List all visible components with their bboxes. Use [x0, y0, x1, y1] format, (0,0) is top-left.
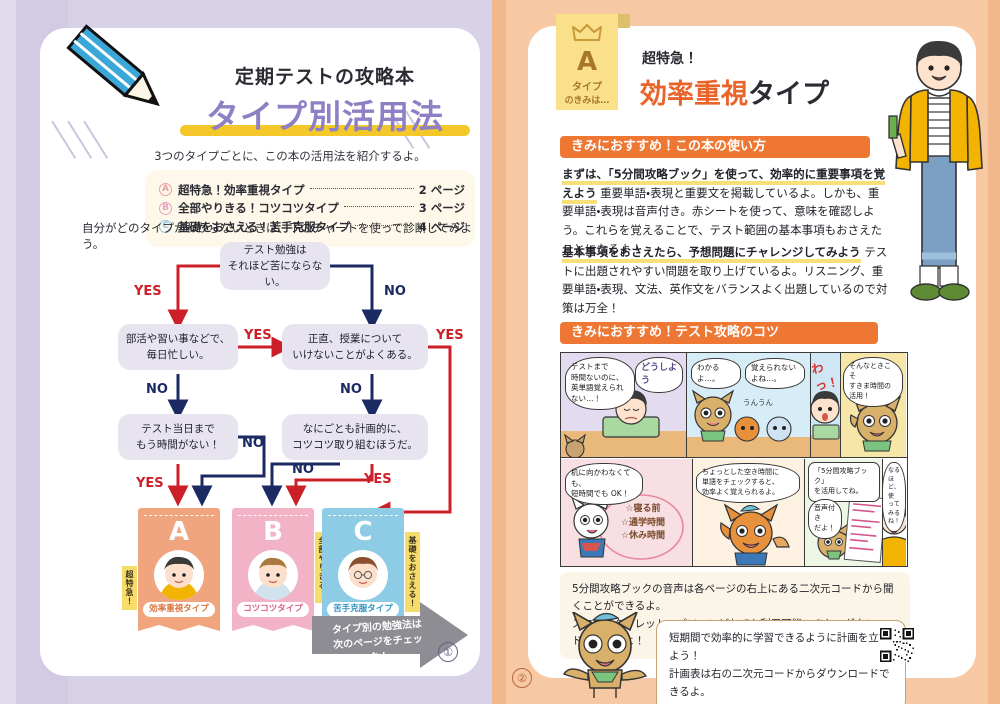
avatar — [154, 550, 204, 600]
avatar — [338, 550, 388, 600]
badge-b: B — [159, 201, 172, 215]
card-b-notch — [232, 623, 314, 631]
flow-question-1: テスト勉強は それほど苦にならない。 — [220, 242, 330, 290]
page-title-main: タイプ別活用法 — [206, 97, 444, 136]
card-b-letter: B — [263, 517, 283, 547]
toc-page: 2 ページ — [418, 182, 465, 197]
toc-label: 全部やりきる！コツコツタイプ — [178, 201, 339, 215]
flow-q3-text: 正直、授業について いけないことがよくある。 — [292, 332, 418, 361]
flow-label-no: NO — [292, 462, 314, 477]
toc-dot-leader — [309, 187, 414, 189]
flow-q4-text: テスト当日まで もう時間がない！ — [136, 422, 220, 451]
left-page: 定期テストの攻略本 タイプ別活用法 3つのタイプごとに、この本の活用法を紹介する… — [0, 0, 492, 704]
flow-question-2: 部活や習い事などで、 毎日忙しい。 — [118, 324, 238, 370]
arrow-shape — [312, 602, 468, 668]
flow-question-3: 正直、授業について いけないことがよくある。 — [282, 324, 428, 370]
diagnosis-flowchart: テスト勉強は それほど苦にならない。 部活や習い事などで、 毎日忙しい。 正直、… — [50, 240, 480, 631]
right-page-sheet — [528, 26, 976, 678]
card-a-letter: A — [168, 517, 190, 547]
badge-c: C — [159, 220, 172, 233]
flow-question-5: なにごとも計画的に、 コツコツ取り組むほうだ。 — [282, 414, 428, 460]
list-item[interactable]: B 全部やりきる！コツコツタイプ 3 ページ — [159, 200, 465, 216]
flow-q2-text: 部活や習い事などで、 毎日忙しい。 — [125, 332, 231, 361]
flow-label-yes: YES — [436, 328, 464, 343]
arrow-banner-text: タイプ別の勉強法は 次のページをチェック！ — [331, 618, 424, 664]
left-edge-band — [0, 0, 16, 704]
toc-label: 超特急！効率重視タイプ — [178, 182, 305, 197]
right-edge-stripe — [492, 0, 506, 704]
badge-a: A — [159, 183, 172, 196]
title-lead-text: 3つのタイプごとに、この本の活用法を紹介するよ。 — [154, 149, 426, 163]
right-page: ② — [492, 0, 1000, 704]
flow-question-4: テスト当日まで もう時間がない！ — [118, 414, 238, 460]
flow-q5-text: なにごとも計画的に、 コツコツ取り組むほうだ。 — [292, 422, 418, 451]
card-c-dashed-line — [328, 515, 398, 516]
card-c-tag: 基礎をおさえる！ — [405, 532, 420, 612]
page-number-right: ② — [512, 668, 532, 688]
card-c-type-name: 苦手克服タイプ — [327, 602, 399, 617]
flow-label-yes: YES — [364, 472, 392, 487]
result-card-b[interactable]: B コツコツタイプ 全部やりきる！ — [232, 508, 330, 631]
type-index-list: A 超特急！効率重視タイプ 2 ページ B 全部やりきる！コツコツタイプ 3 ペ… — [145, 170, 475, 247]
list-item[interactable]: C 基礎をおさえる！苦手克服タイプ 4 ページ — [159, 219, 465, 235]
flow-label-no: NO — [340, 382, 362, 397]
page-title-sub: 定期テストの攻略本 — [234, 66, 415, 88]
flow-label-yes: YES — [136, 476, 164, 491]
toc-label: 基礎をおさえる！苦手克服タイプ — [178, 219, 351, 234]
list-item[interactable]: A 超特急！効率重視タイプ 2 ページ — [159, 182, 465, 198]
right-outer-stripe — [988, 0, 1000, 704]
pencil-icon — [66, 24, 160, 107]
toc-dot-leader — [355, 224, 414, 226]
toc-page: 3 ページ — [418, 201, 465, 215]
chart-lead-text: 自分がどのタイプかわからないときは、下のチャートを使って診断してみよう。 — [82, 221, 472, 251]
title-highlight — [180, 125, 470, 136]
card-c-letter: C — [353, 517, 373, 547]
card-b-type-name: コツコツタイプ — [237, 602, 309, 617]
page-number-left: ① — [438, 642, 458, 662]
flow-label-no: NO — [146, 382, 168, 397]
result-card-a[interactable]: A 効率重視タイプ 超特急！ — [122, 508, 220, 631]
flow-label-yes: YES — [134, 284, 162, 299]
flow-label-no: NO — [242, 436, 264, 451]
flow-label-no: NO — [384, 284, 406, 299]
flow-label-yes: YES — [244, 328, 272, 343]
toc-dot-leader — [343, 206, 414, 207]
card-b-dashed-line — [238, 515, 308, 516]
flowchart-connectors — [167, 264, 452, 523]
card-a-notch — [138, 623, 220, 631]
card-a-dashed-line — [144, 515, 214, 516]
toc-page: 4 ページ — [418, 219, 465, 234]
avatar — [248, 550, 298, 600]
left-page-sheet: 定期テストの攻略本 タイプ別活用法 3つのタイプごとに、この本の活用法を紹介する… — [40, 24, 480, 676]
next-page-arrow-banner[interactable]: タイプ別の勉強法は 次のページをチェック！ — [312, 600, 472, 670]
flow-q1-text: テスト勉強は それほど苦にならない。 — [227, 243, 323, 289]
card-a-tag: 超特急！ — [122, 566, 137, 610]
card-a-type-name: 効率重視タイプ — [143, 602, 215, 617]
